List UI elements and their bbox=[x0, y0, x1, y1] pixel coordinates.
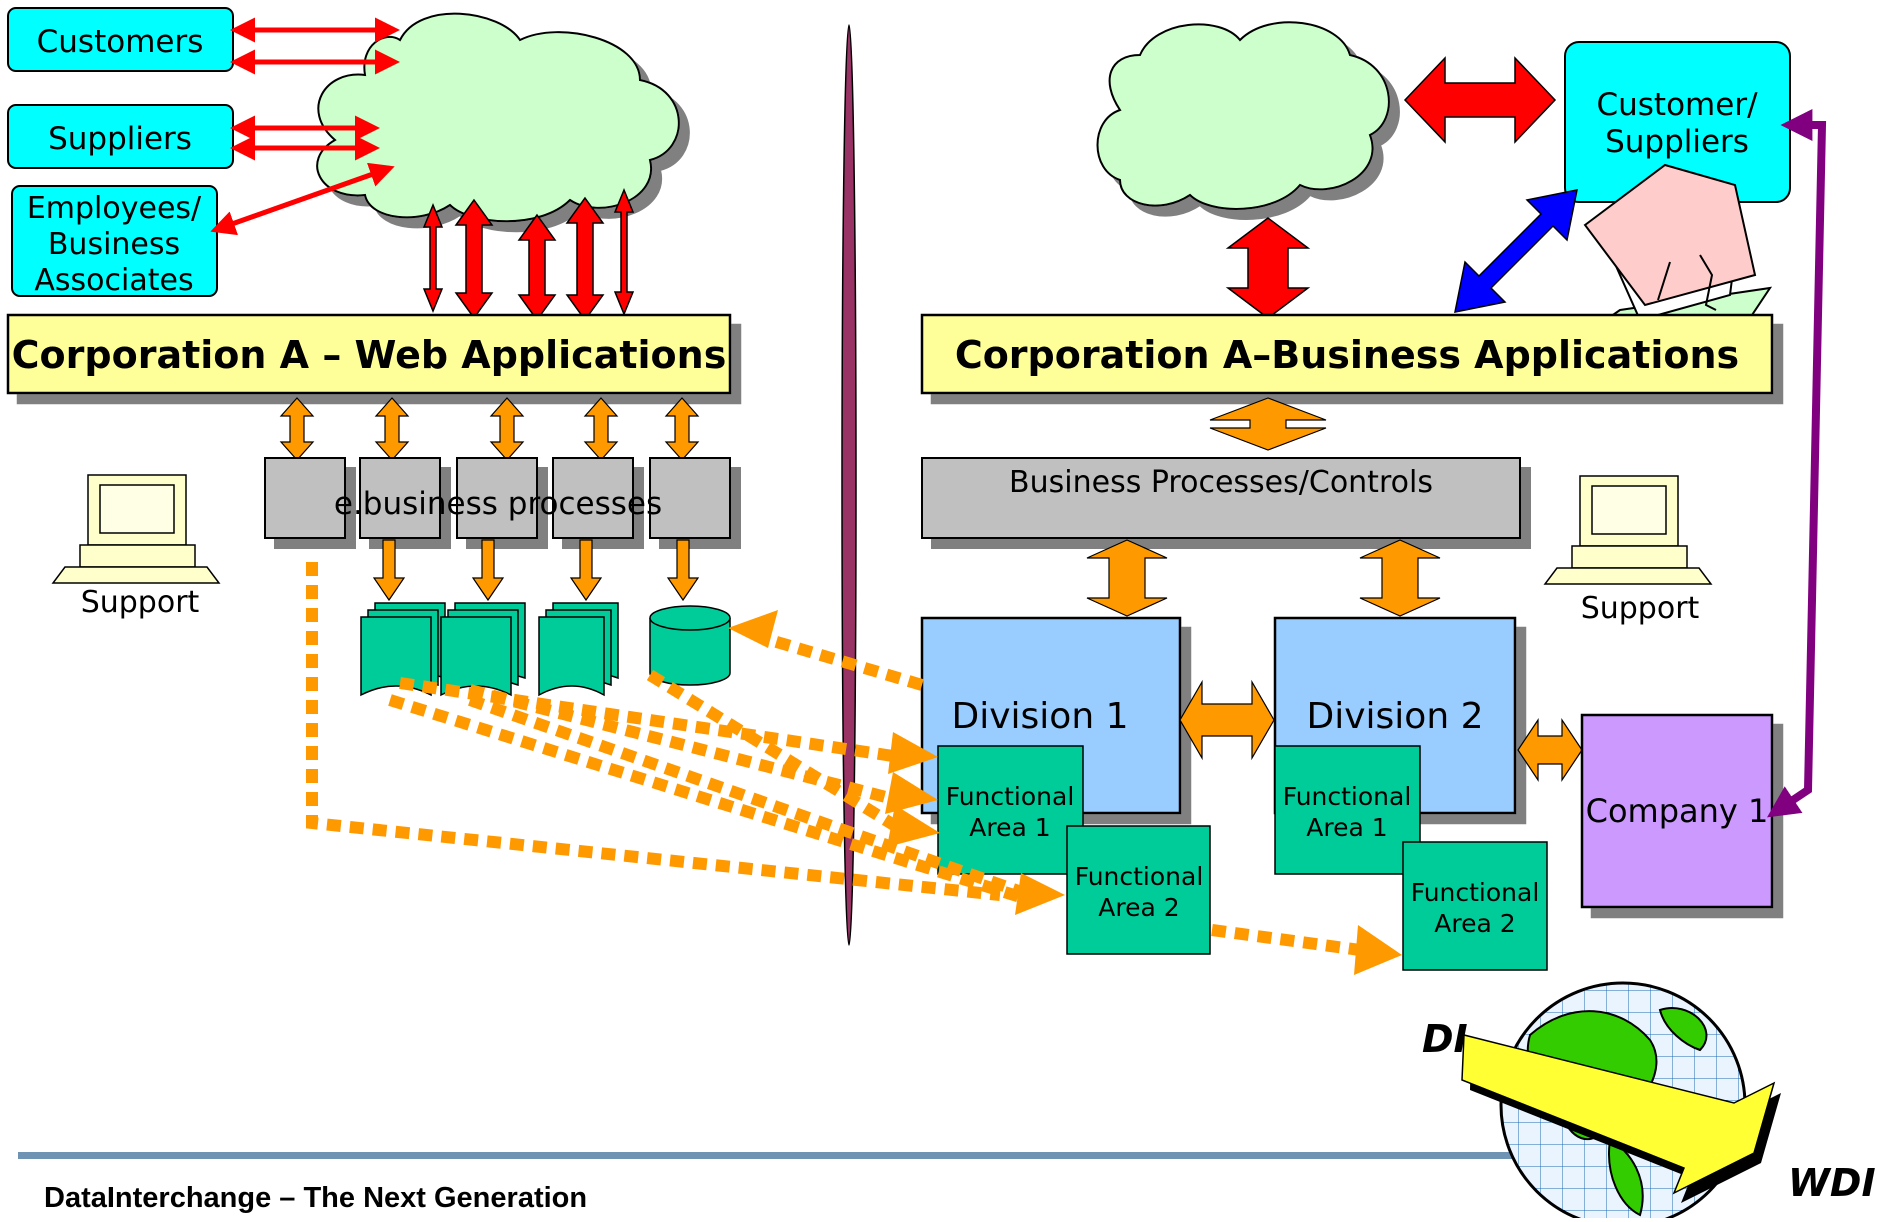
fa1-div2-line-2: Area 1 bbox=[1306, 813, 1387, 842]
web-applications-bar bbox=[6, 313, 732, 395]
support-label-left: Support bbox=[81, 585, 200, 620]
process-doc-arrows bbox=[372, 539, 700, 602]
customer-suppliers-box: Customer/ Suppliers bbox=[1564, 41, 1791, 203]
center-divider bbox=[841, 24, 857, 946]
fa1-div2-line-1: Functional bbox=[1283, 782, 1412, 811]
division-1-label: Division 1 bbox=[952, 696, 1129, 737]
di-label: DI bbox=[1422, 1017, 1468, 1061]
fa2-div1-line-1: Functional bbox=[1075, 862, 1204, 891]
functional-area-2-div2: Functional Area 2 bbox=[1402, 841, 1548, 971]
division-link-arrow bbox=[1179, 679, 1275, 761]
fa2-div2-line-1: Functional bbox=[1411, 878, 1540, 907]
footer-rule bbox=[18, 1152, 1553, 1159]
paperwork-clipart bbox=[1583, 163, 1773, 326]
bar-process-arrows-left bbox=[279, 397, 700, 461]
suppliers-label: Suppliers bbox=[48, 121, 192, 157]
customers-box: Customers bbox=[7, 7, 234, 72]
suppliers-box: Suppliers bbox=[7, 104, 234, 169]
process-division-arrows bbox=[1086, 539, 1441, 617]
data-flow-dashed-arrows bbox=[306, 562, 1361, 956]
business-applications-title: Corporation A–Business Applications bbox=[955, 333, 1739, 377]
database-icon bbox=[649, 605, 731, 686]
functional-area-1-div1: Functional Area 1 bbox=[937, 745, 1084, 875]
employees-line-3: Associates bbox=[34, 263, 193, 298]
fa1-div1-line-1: Functional bbox=[946, 782, 1075, 811]
document-stacks bbox=[360, 602, 619, 697]
cloud-bar-arrow-right bbox=[1225, 217, 1311, 319]
partner-bar-arrow bbox=[1454, 189, 1578, 313]
footer-title: DataInterchange – The Next Generation bbox=[44, 1182, 587, 1214]
functional-area-2-div1: Functional Area 2 bbox=[1066, 825, 1211, 955]
partner-line-1: Customer/ bbox=[1596, 87, 1758, 123]
company-1-label: Company 1 bbox=[1586, 792, 1769, 830]
employees-line-2: Business bbox=[48, 227, 180, 262]
employees-line-1: Employees/ bbox=[27, 191, 202, 226]
external-cloud-arrows bbox=[210, 17, 400, 236]
computer-icon-right bbox=[1543, 475, 1713, 585]
division-company-arrow bbox=[1517, 718, 1583, 782]
ebusiness-process-boxes bbox=[264, 457, 731, 539]
business-processes-box bbox=[921, 457, 1521, 539]
customers-label: Customers bbox=[37, 24, 204, 60]
business-applications-bar bbox=[920, 313, 1774, 395]
company-1-box bbox=[1580, 713, 1774, 909]
partner-line-2: Suppliers bbox=[1605, 124, 1749, 160]
fa2-div1-line-2: Area 2 bbox=[1098, 893, 1179, 922]
ebusiness-processes-label: e.business processes bbox=[334, 486, 662, 522]
data-flow-arrowheads bbox=[728, 610, 1402, 975]
bar-process-arrow-right bbox=[1209, 397, 1327, 451]
business-processes-label: Business Processes/Controls bbox=[1009, 465, 1433, 500]
functional-area-1-div2: Functional Area 1 bbox=[1274, 745, 1421, 875]
internet-cloud-right bbox=[1096, 21, 1390, 210]
employees-box: Employees/ Business Associates bbox=[11, 185, 218, 298]
division-2-label: Division 2 bbox=[1307, 696, 1484, 737]
web-applications-title: Corporation A – Web Applications bbox=[12, 333, 727, 377]
partner-company-arrow bbox=[1767, 109, 1827, 818]
support-label-right: Support bbox=[1581, 591, 1700, 626]
fa2-div2-line-2: Area 2 bbox=[1434, 909, 1515, 938]
fa1-div1-line-2: Area 1 bbox=[969, 813, 1050, 842]
cloud-partner-arrow bbox=[1403, 56, 1557, 144]
internet-cloud-left bbox=[316, 12, 680, 223]
wdi-label: WDI bbox=[1788, 1161, 1876, 1205]
di-wdi-globe-logo: DI WDI bbox=[1422, 981, 1876, 1222]
computer-icon-left bbox=[51, 474, 221, 584]
